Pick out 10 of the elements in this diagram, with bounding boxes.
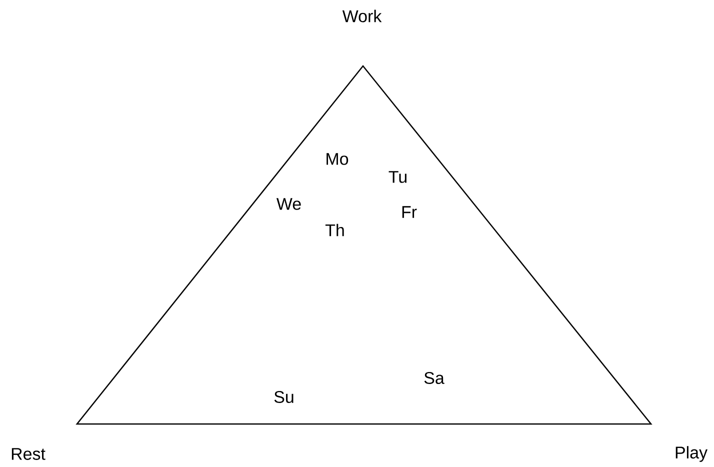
day-label: Tu (388, 171, 406, 183)
day-label: Mo (326, 153, 348, 165)
day-label: Fr (402, 206, 417, 218)
day-label: Su (274, 390, 294, 404)
vertex-label: Rest (12, 448, 46, 460)
day-label: Th (325, 224, 344, 236)
day-label: Sa (424, 372, 444, 384)
vertex-label: Work (342, 10, 382, 22)
day-label: We (276, 198, 301, 210)
vertex-label: Play (676, 446, 708, 462)
